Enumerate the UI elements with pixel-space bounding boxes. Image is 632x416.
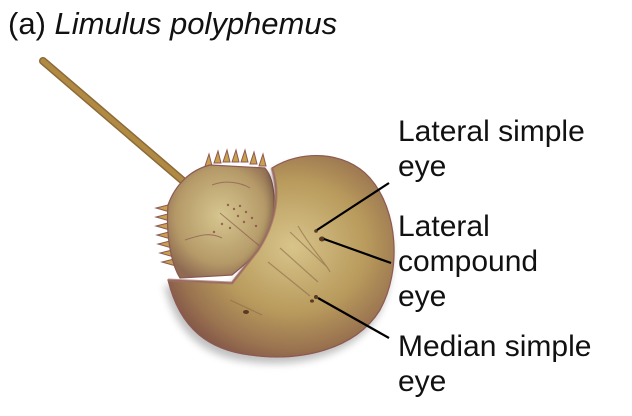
- label-line: eye: [398, 280, 447, 313]
- label-line: Lateral simple: [398, 115, 585, 148]
- label-lateral-compound-eye: Lateral compound eye: [398, 209, 538, 314]
- panel-letter: (a): [8, 6, 46, 41]
- leader-lateral-simple-eye: [316, 182, 390, 231]
- label-median-simple-eye: Median simple eye: [398, 329, 591, 399]
- label-line: Median simple: [398, 330, 592, 363]
- label-line: eye: [398, 150, 447, 183]
- telson-tail: [39, 57, 207, 202]
- species-name: Limulus polyphemus: [54, 6, 338, 41]
- carapace-ridges: [229, 225, 331, 316]
- label-line: Lateral: [398, 210, 490, 243]
- median-simple-eye-spot: [314, 295, 318, 299]
- abdomen-markings: [184, 181, 263, 249]
- label-line: eye: [398, 365, 447, 398]
- eyes: [243, 229, 325, 314]
- ventral-spot: [243, 310, 249, 314]
- leader-median-simple-eye: [317, 297, 390, 339]
- carapace-ridge: [167, 167, 278, 285]
- figure-title: (a) Limulus polyphemus: [8, 6, 337, 42]
- leader-lines: [316, 182, 392, 339]
- lateral-compound-eye-spot: [319, 236, 325, 242]
- label-lateral-simple-eye: Lateral simple eye: [398, 114, 585, 184]
- label-line: compound: [398, 245, 539, 278]
- lateral-simple-eye-spot: [314, 229, 318, 233]
- abdomen-dots: [212, 203, 258, 234]
- leader-lateral-compound-eye: [323, 237, 392, 265]
- median-simple-eye-spot-2: [310, 299, 314, 303]
